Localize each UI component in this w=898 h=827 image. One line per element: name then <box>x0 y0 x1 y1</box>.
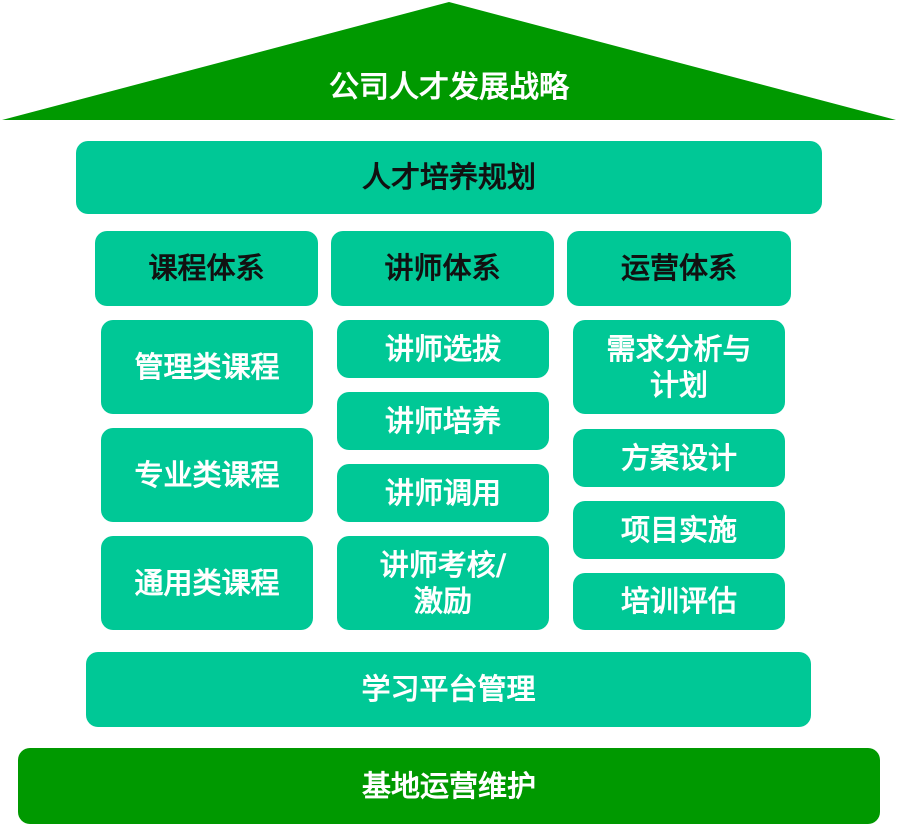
instructor-item: 讲师选拔 <box>337 320 549 378</box>
roof-triangle <box>2 2 896 120</box>
instructor-item: 讲师调用 <box>337 464 549 522</box>
strategy-title: 公司人才发展战略 <box>329 70 569 105</box>
column-header-instructor-system: 讲师体系 <box>331 231 554 306</box>
operation-item: 方案设计 <box>573 429 785 487</box>
operation-item: 项目实施 <box>573 501 785 559</box>
column-header-course-system: 课程体系 <box>95 231 318 306</box>
course-item: 专业类课程 <box>101 428 313 522</box>
column-header-operation-system: 运营体系 <box>567 231 791 306</box>
operation-item: 培训评估 <box>573 573 785 630</box>
course-item: 管理类课程 <box>101 320 313 414</box>
instructor-item: 讲师考核/ 激励 <box>337 536 549 630</box>
base-operations-bar: 基地运营维护 <box>18 748 880 824</box>
instructor-item: 讲师培养 <box>337 392 549 450</box>
learning-platform-bar: 学习平台管理 <box>86 652 811 727</box>
operation-item: 需求分析与 计划 <box>573 320 785 414</box>
talent-planning-bar: 人才培养规划 <box>76 141 822 214</box>
course-item: 通用类课程 <box>101 536 313 630</box>
